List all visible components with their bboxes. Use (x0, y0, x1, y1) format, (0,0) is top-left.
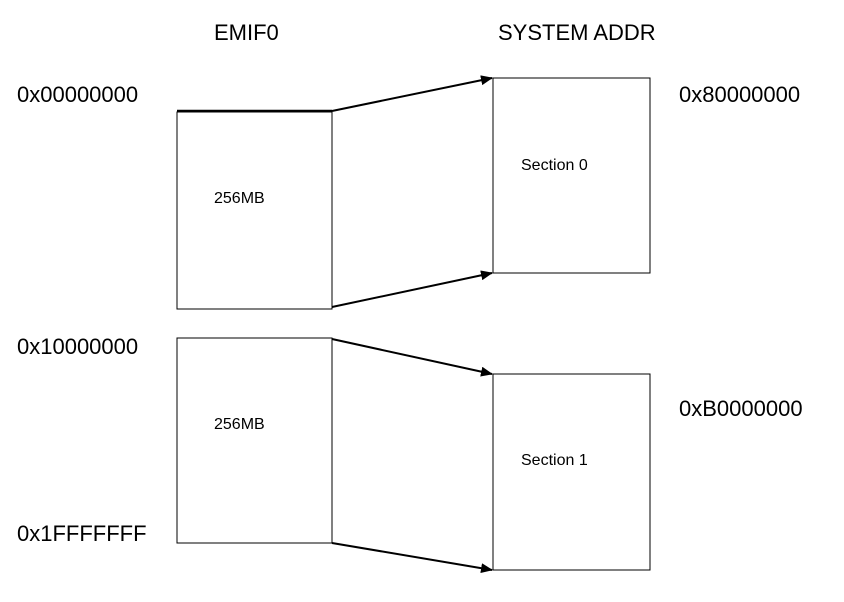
section-0-base-address: 0x80000000 (679, 82, 801, 107)
emif-column-title: EMIF0 (214, 20, 279, 45)
arrow-block0-top-to-section0 (331, 75, 493, 112)
section-0-block (492, 77, 651, 274)
emif-address-start-0: 0x00000000 (17, 82, 139, 107)
emif-block-0 (176, 111, 333, 310)
emif-block-1 (176, 337, 333, 544)
arrow-block1-top-to-section1 (331, 338, 493, 377)
arrow-block1-bottom-to-section1 (331, 542, 493, 574)
emif-block-0-size: 256MB (214, 190, 265, 207)
section-1-base-address: 0xB0000000 (679, 396, 803, 421)
emif-address-end-1: 0x1FFFFFFF (17, 521, 147, 546)
section-1-block (492, 373, 651, 571)
section-1-label: Section 1 (521, 452, 588, 469)
emif-block-1-size: 256MB (214, 416, 265, 433)
section-0-label: Section 0 (521, 157, 588, 174)
system-addr-column-title: SYSTEM ADDR (498, 20, 656, 45)
emif-address-start-1: 0x10000000 (17, 334, 139, 359)
arrow-block0-bottom-to-section0 (331, 270, 493, 308)
